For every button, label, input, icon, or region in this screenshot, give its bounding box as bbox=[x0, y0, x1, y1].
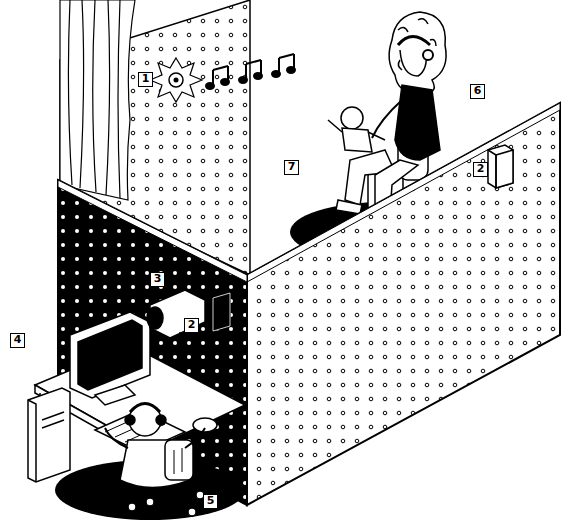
operator-figure bbox=[105, 404, 205, 517]
callout-number: 6 bbox=[470, 84, 485, 99]
callout-number: 4 bbox=[10, 333, 25, 348]
right-wall bbox=[247, 103, 560, 505]
callout-number: 2 bbox=[184, 318, 199, 333]
callout-number: 3 bbox=[150, 272, 165, 287]
callout-number: 7 bbox=[284, 160, 299, 175]
curtain bbox=[60, 0, 135, 200]
left-wall bbox=[58, 180, 247, 505]
callout-number: 2 bbox=[473, 162, 488, 177]
computer-desk bbox=[28, 290, 245, 520]
speaker-box bbox=[205, 145, 513, 331]
callout-number: 1 bbox=[138, 72, 153, 87]
hidden-speaker bbox=[150, 58, 202, 102]
music-notes bbox=[206, 54, 295, 89]
callout-number: 5 bbox=[203, 494, 218, 509]
